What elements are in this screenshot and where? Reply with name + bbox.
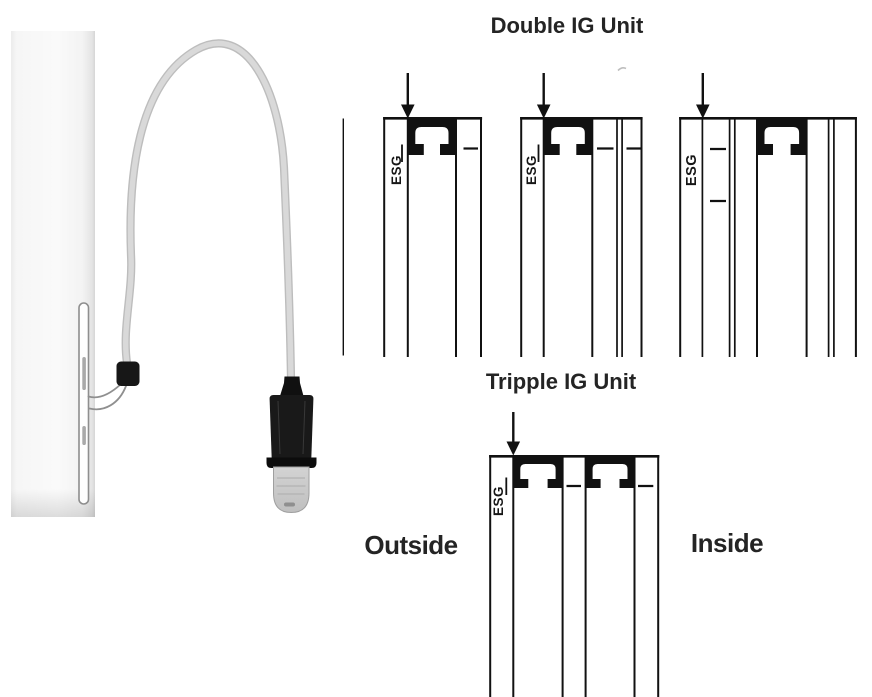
clip-body-ridges: [277, 400, 306, 455]
clip-tip-ridges: [276, 477, 306, 495]
glass-pane-lines: [489, 455, 660, 697]
clip-gray-tip: [273, 466, 310, 514]
arrowhead-icon: [506, 441, 521, 456]
spacer-profile: [757, 117, 807, 155]
panel-bottom-shadow: [11, 489, 95, 517]
inside-label: Inside: [690, 528, 764, 558]
arrowhead-icon: [696, 104, 710, 119]
slot-contact-upper: [82, 357, 86, 390]
pointer-arrow: [401, 73, 415, 119]
glass-pane-lines: [679, 117, 857, 357]
double-ig-diagrams: [342, 67, 857, 357]
laminate-pair-lines: [701, 117, 835, 357]
scan-artifact: [617, 67, 627, 72]
spacer-profile: [543, 117, 593, 155]
pointer-arrow: [696, 73, 710, 119]
laminate-pair-lines: [616, 117, 623, 357]
double-ig-unit-title: Double IG Unit: [490, 13, 644, 38]
pointer-arrow: [506, 412, 521, 456]
clip-hinge: [266, 457, 317, 468]
double-ig-variant-3: [679, 73, 857, 357]
double-ig-variant-2: [520, 73, 643, 357]
esg-label-double-3: ESG: [683, 153, 700, 187]
spacer-profile: [407, 117, 456, 155]
spacer-profile-inner: [585, 455, 635, 488]
slot-contact-lower: [82, 426, 86, 445]
sensor-photo: [11, 31, 317, 517]
triple-ig-unit-title: Tripple IG Unit: [485, 369, 637, 394]
clip-body: [269, 395, 314, 459]
pointer-arrow: [536, 73, 551, 119]
arrowhead-icon: [401, 104, 415, 119]
coating-dashes: [710, 147, 726, 203]
glass-pane-lines: [520, 117, 643, 357]
double-ig-variant-1: [383, 73, 483, 357]
sensor-clip: [266, 376, 317, 514]
panel-sensor-slot: [78, 302, 90, 505]
triple-ig-diagram: [489, 412, 660, 697]
esg-label-double-2: ESG: [523, 154, 539, 185]
esg-label-triple: ESG: [490, 486, 506, 517]
clip-tip-notch: [284, 502, 295, 507]
spacer-profile-outer: [513, 455, 563, 488]
clip-strain-relief: [280, 376, 304, 396]
sensor-wires: [87, 383, 127, 411]
outside-label: Outside: [364, 530, 458, 560]
glass-panel: [11, 31, 95, 517]
sensor-cable: [121, 39, 296, 384]
cable-junction-box: [116, 361, 140, 386]
arrowhead-icon: [536, 104, 551, 119]
esg-label-double-1: ESG: [388, 154, 404, 185]
